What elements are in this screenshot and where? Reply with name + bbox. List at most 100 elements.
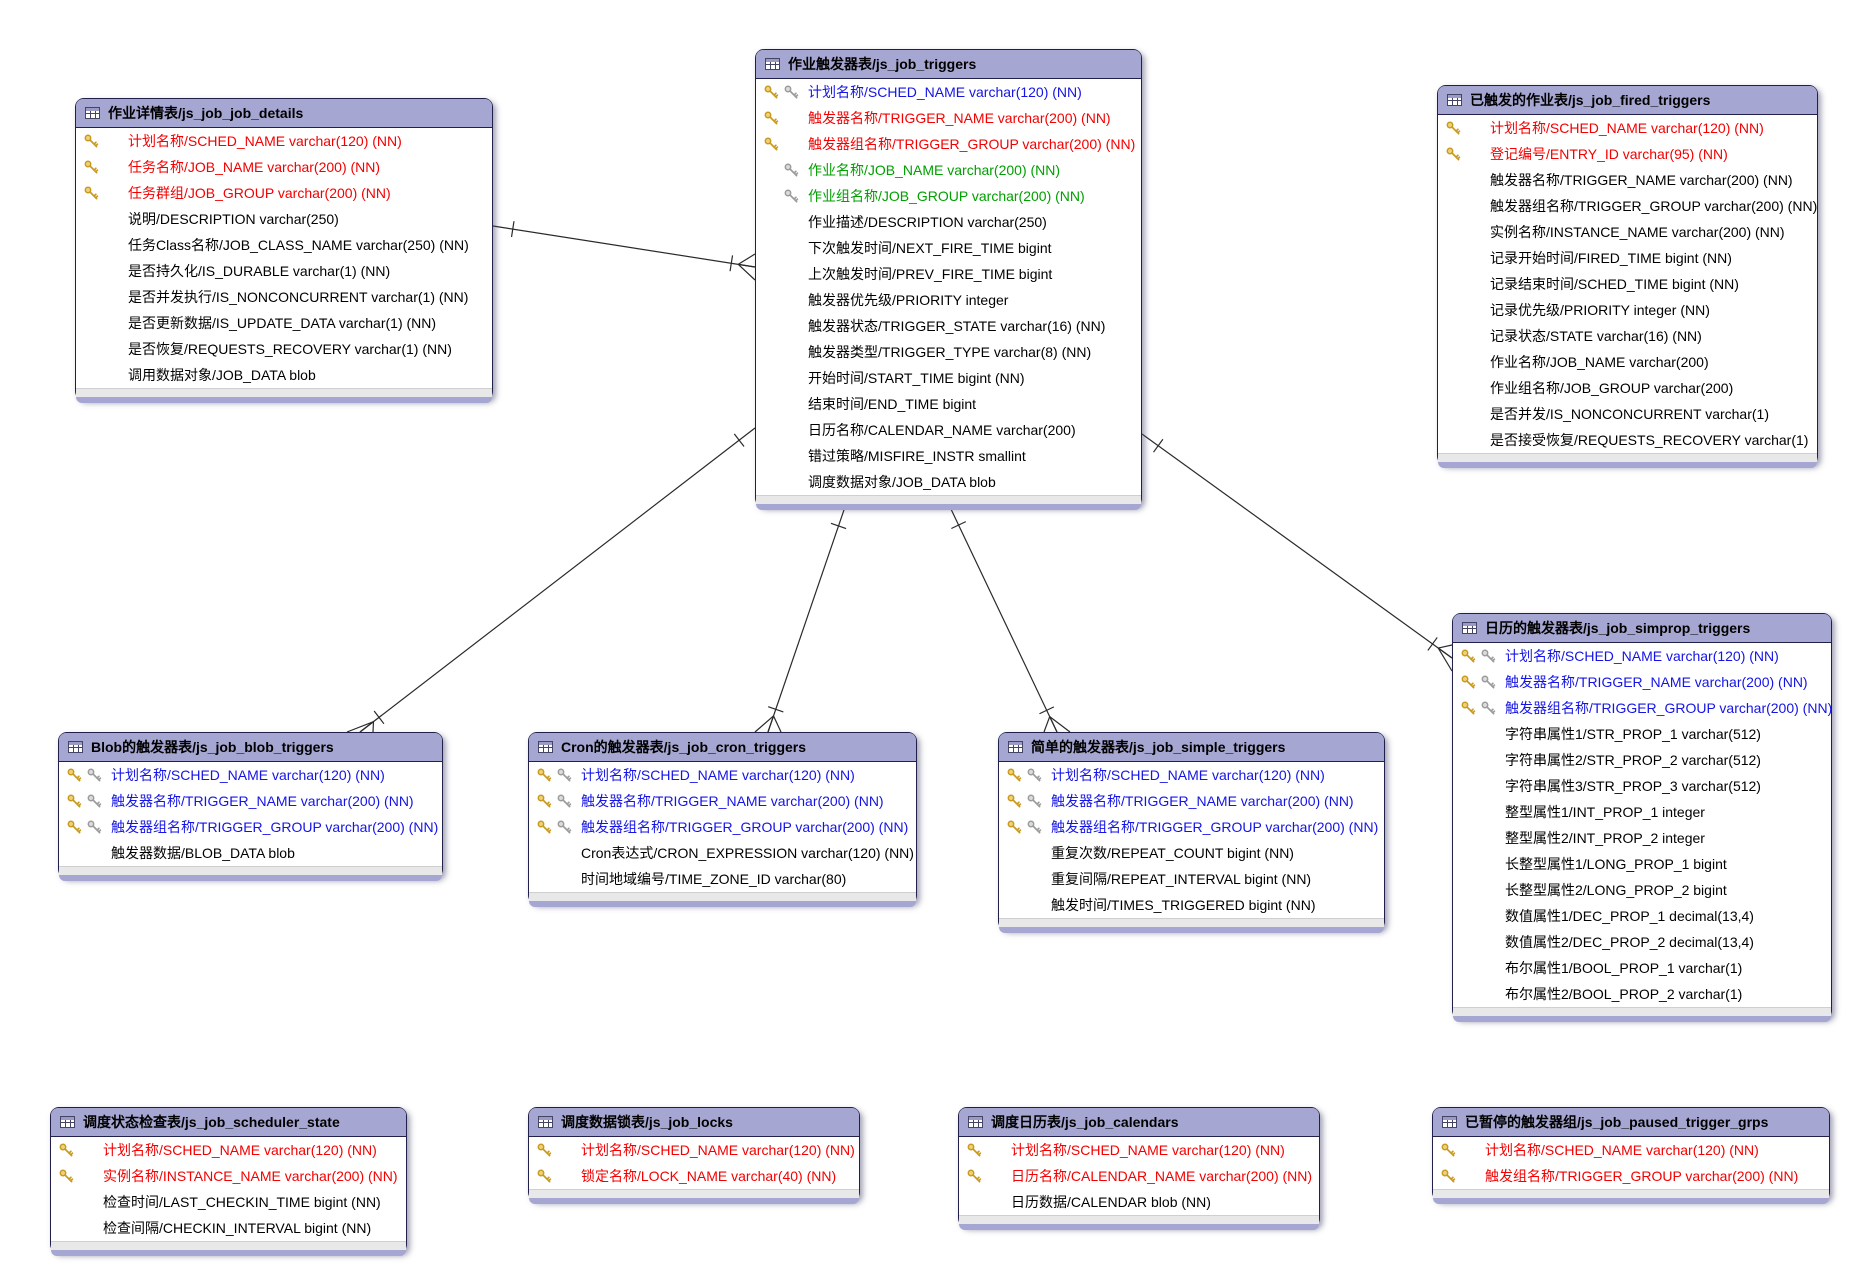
primary-key-icon (1461, 701, 1476, 715)
table-footer-bar (1453, 1016, 1831, 1022)
table-title: 简单的触发器表/js_job_simple_triggers (1031, 739, 1286, 755)
column-label: 触发器组名称/TRIGGER_GROUP varchar(200) (NN) (1490, 198, 1817, 214)
column-label: 任务Class名称/JOB_CLASS_NAME varchar(250) (N… (128, 237, 469, 253)
table-header[interactable]: 调度日历表/js_job_calendars (959, 1108, 1319, 1137)
table-title: 已触发的作业表/js_job_fired_triggers (1470, 92, 1711, 108)
column-row: 布尔属性1/BOOL_PROP_1 varchar(1) (1453, 955, 1831, 981)
column-label: 说明/DESCRIPTION varchar(250) (128, 211, 339, 227)
column-row: 计划名称/SCHED_NAME varchar(120) (NN) (76, 128, 492, 154)
column-row: 触发器组名称/TRIGGER_GROUP varchar(200) (NN) (1453, 695, 1831, 721)
table-footer-bar (529, 1198, 859, 1204)
table-footer-bar (59, 875, 442, 881)
table-header[interactable]: 作业触发器表/js_job_triggers (756, 50, 1141, 79)
column-label: 调用数据对象/JOB_DATA blob (128, 367, 316, 383)
table-footer-bar (76, 397, 492, 403)
table-footer (51, 1241, 406, 1250)
primary-key-icon (1007, 794, 1022, 808)
column-label: 触发器组名称/TRIGGER_GROUP varchar(200) (NN) (1505, 700, 1831, 716)
column-label: 下次触发时间/NEXT_FIRE_TIME bigint (808, 240, 1052, 256)
primary-key-icon (1441, 1143, 1456, 1157)
foreign-key-icon (557, 794, 572, 808)
er-table-js_job_job_details[interactable]: 作业详情表/js_job_job_details 计划名称/SCHED_NAME … (75, 98, 493, 403)
column-row: 是否接受恢复/REQUESTS_RECOVERY varchar(1) (1438, 427, 1817, 453)
primary-key-icon (537, 1143, 552, 1157)
column-row: 触发器组名称/TRIGGER_GROUP varchar(200) (NN) (529, 814, 916, 840)
table-header[interactable]: 作业详情表/js_job_job_details (76, 99, 492, 128)
table-icon (1442, 1116, 1457, 1128)
column-label: 任务名称/JOB_NAME varchar(200) (NN) (128, 159, 381, 175)
table-title: Blob的触发器表/js_job_blob_triggers (91, 739, 334, 755)
table-footer (76, 388, 492, 397)
column-row: 触发器组名称/TRIGGER_GROUP varchar(200) (NN) (999, 814, 1384, 840)
column-label: 触发器名称/TRIGGER_NAME varchar(200) (NN) (111, 793, 414, 809)
table-title: 日历的触发器表/js_job_simprop_triggers (1485, 620, 1751, 636)
column-label: 布尔属性2/BOOL_PROP_2 varchar(1) (1505, 986, 1743, 1002)
column-row: 作业名称/JOB_NAME varchar(200) (1438, 349, 1817, 375)
table-header[interactable]: 调度状态检查表/js_job_scheduler_state (51, 1108, 406, 1137)
column-label: 检查时间/LAST_CHECKIN_TIME bigint (NN) (103, 1194, 381, 1210)
column-row: 触发器优先级/PRIORITY integer (756, 287, 1141, 313)
foreign-key-icon (1027, 820, 1042, 834)
column-row: 说明/DESCRIPTION varchar(250) (76, 206, 492, 232)
column-row: 作业组名称/JOB_GROUP varchar(200) (1438, 375, 1817, 401)
foreign-key-icon (87, 794, 102, 808)
column-row: 实例名称/INSTANCE_NAME varchar(200) (NN) (1438, 219, 1817, 245)
primary-key-icon (1441, 1169, 1456, 1183)
column-row: 计划名称/SCHED_NAME varchar(120) (NN) (529, 762, 916, 788)
er-table-js_job_simple_triggers[interactable]: 简单的触发器表/js_job_simple_triggers 计划名称/SCHED… (998, 732, 1385, 933)
column-label: 整型属性1/INT_PROP_1 integer (1505, 804, 1705, 820)
column-row: 开始时间/START_TIME bigint (NN) (756, 365, 1141, 391)
column-label: 是否并发/IS_NONCONCURRENT varchar(1) (1490, 406, 1769, 422)
table-header[interactable]: Blob的触发器表/js_job_blob_triggers (59, 733, 442, 762)
table-header[interactable]: 已暂停的触发器组/js_job_paused_trigger_grps (1433, 1108, 1829, 1137)
column-row: 计划名称/SCHED_NAME varchar(120) (NN) (59, 762, 442, 788)
foreign-key-icon (1481, 675, 1496, 689)
column-row: 是否并发执行/IS_NONCONCURRENT varchar(1) (NN) (76, 284, 492, 310)
column-label: 是否恢复/REQUESTS_RECOVERY varchar(1) (NN) (128, 341, 452, 357)
table-title: 调度数据锁表/js_job_locks (561, 1114, 733, 1130)
column-row: 错过策略/MISFIRE_INSTR smallint (756, 443, 1141, 469)
table-header[interactable]: 简单的触发器表/js_job_simple_triggers (999, 733, 1384, 762)
column-label: 计划名称/SCHED_NAME varchar(120) (NN) (103, 1142, 377, 1158)
column-row: 布尔属性2/BOOL_PROP_2 varchar(1) (1453, 981, 1831, 1007)
column-row: 触发组名称/TRIGGER_GROUP varchar(200) (NN) (1433, 1163, 1829, 1189)
column-row: 计划名称/SCHED_NAME varchar(120) (NN) (1438, 115, 1817, 141)
column-row: 是否恢复/REQUESTS_RECOVERY varchar(1) (NN) (76, 336, 492, 362)
er-table-js_job_fired_triggers[interactable]: 已触发的作业表/js_job_fired_triggers 计划名称/SCHED_… (1437, 85, 1818, 468)
table-header[interactable]: 日历的触发器表/js_job_simprop_triggers (1453, 614, 1831, 643)
column-label: 触发器组名称/TRIGGER_GROUP varchar(200) (NN) (808, 136, 1136, 152)
column-row: 任务Class名称/JOB_CLASS_NAME varchar(250) (N… (76, 232, 492, 258)
column-label: Cron表达式/CRON_EXPRESSION varchar(120) (NN… (581, 845, 914, 861)
foreign-key-icon (784, 163, 799, 177)
table-icon (538, 741, 553, 753)
table-footer (756, 495, 1141, 504)
table-header[interactable]: 已触发的作业表/js_job_fired_triggers (1438, 86, 1817, 115)
column-label: 登记编号/ENTRY_ID varchar(95) (NN) (1490, 146, 1728, 162)
primary-key-icon (84, 160, 99, 174)
column-label: 锁定名称/LOCK_NAME varchar(40) (NN) (581, 1168, 837, 1184)
primary-key-icon (537, 768, 552, 782)
column-label: 触发器组名称/TRIGGER_GROUP varchar(200) (NN) (111, 819, 439, 835)
column-label: 错过策略/MISFIRE_INSTR smallint (808, 448, 1026, 464)
column-row: 触发器名称/TRIGGER_NAME varchar(200) (NN) (999, 788, 1384, 814)
table-header[interactable]: Cron的触发器表/js_job_cron_triggers (529, 733, 916, 762)
table-header[interactable]: 调度数据锁表/js_job_locks (529, 1108, 859, 1137)
column-row: 是否更新数据/IS_UPDATE_DATA varchar(1) (NN) (76, 310, 492, 336)
column-row: 日历数据/CALENDAR blob (NN) (959, 1189, 1319, 1215)
column-row: 触发器数据/BLOB_DATA blob (59, 840, 442, 866)
column-label: 实例名称/INSTANCE_NAME varchar(200) (NN) (103, 1168, 398, 1184)
column-label: 是否持久化/IS_DURABLE varchar(1) (NN) (128, 263, 391, 279)
column-label: 触发器名称/TRIGGER_NAME varchar(200) (NN) (1051, 793, 1354, 809)
column-label: 作业组名称/JOB_GROUP varchar(200) (1490, 380, 1734, 396)
er-table-js_job_blob_triggers[interactable]: Blob的触发器表/js_job_blob_triggers 计划名称/SCHED… (58, 732, 443, 881)
er-table-js_job_scheduler_state[interactable]: 调度状态检查表/js_job_scheduler_state 计划名称/SCHED… (50, 1107, 407, 1256)
column-label: 计划名称/SCHED_NAME varchar(120) (NN) (1051, 767, 1325, 783)
table-title: 作业详情表/js_job_job_details (108, 105, 304, 121)
